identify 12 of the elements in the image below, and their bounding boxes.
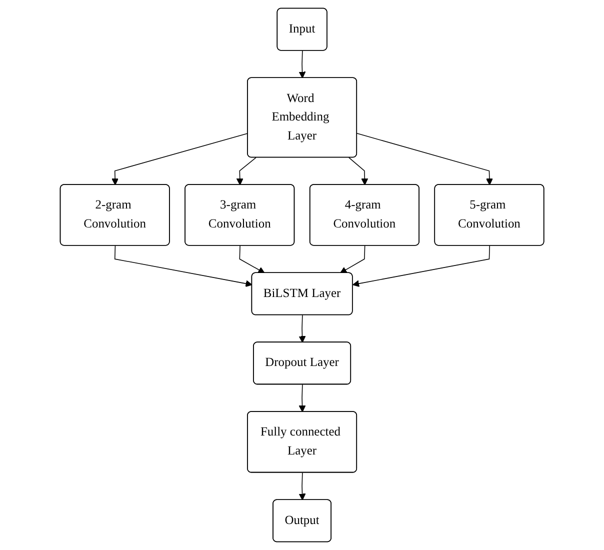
arrow xyxy=(112,133,248,186)
arrow xyxy=(298,472,306,500)
arrow xyxy=(352,245,490,287)
arrow xyxy=(114,245,252,287)
arrow xyxy=(236,157,256,186)
arrow xyxy=(356,133,493,186)
arrow xyxy=(298,314,306,343)
arrow xyxy=(298,384,306,412)
arrow xyxy=(348,157,368,186)
arrow xyxy=(298,50,306,78)
arrow xyxy=(239,245,265,274)
arrow xyxy=(340,245,366,274)
